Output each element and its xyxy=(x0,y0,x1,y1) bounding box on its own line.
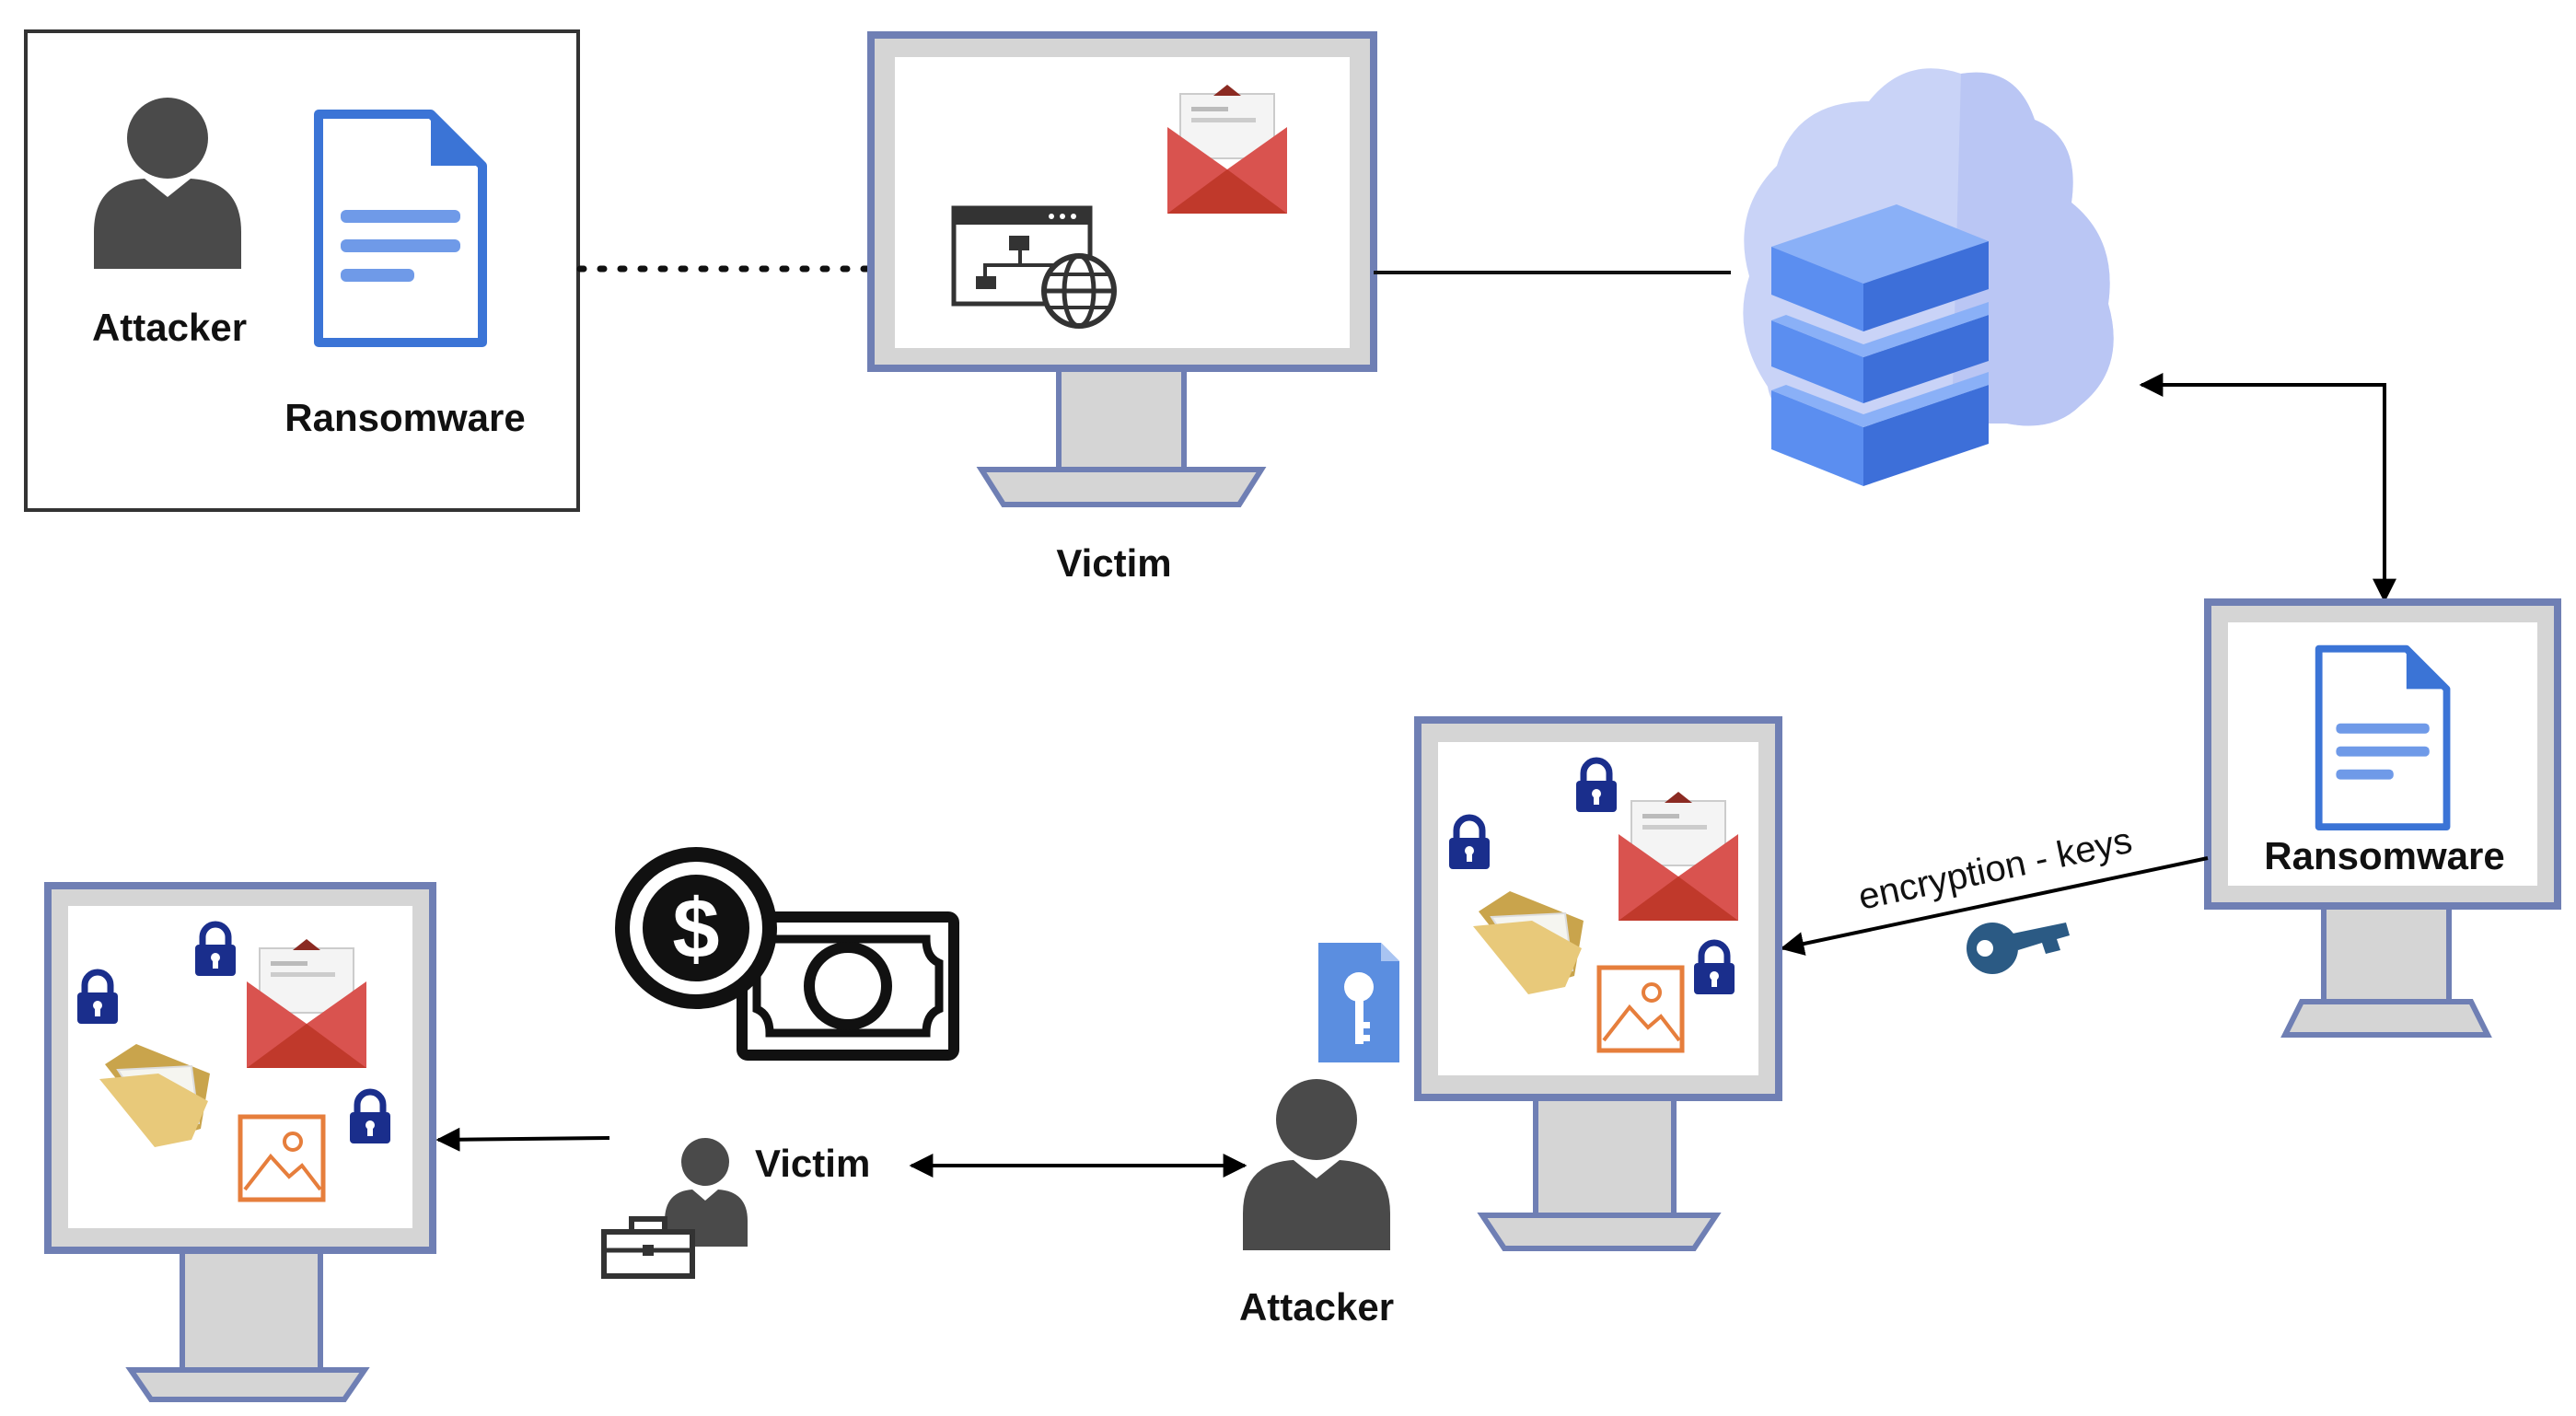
key-document-icon xyxy=(1318,943,1399,1062)
victim-monitor-top xyxy=(867,31,1377,507)
ransomware-document-icon-right xyxy=(2319,649,2447,827)
envelope-icon xyxy=(1618,791,1739,922)
image-icon xyxy=(240,1117,323,1200)
envelope-icon xyxy=(1166,84,1288,215)
victim-label-bottom: Victim xyxy=(755,1142,870,1185)
attacker-label-bottom: Attacker xyxy=(1239,1285,1394,1329)
money-icon: $ xyxy=(615,847,959,1061)
briefcase-icon xyxy=(601,1216,695,1279)
image-icon xyxy=(1599,968,1682,1050)
victim-restore-arrow xyxy=(435,1127,610,1152)
ransomware-label-top: Ransomware xyxy=(284,396,525,439)
victim-label-top: Victim xyxy=(1056,541,1171,585)
attacker-label-top: Attacker xyxy=(92,306,247,349)
network-globe-icon xyxy=(951,205,1117,329)
attacker-person-icon-bottom xyxy=(1243,1079,1390,1250)
ransomware-document-icon xyxy=(319,114,482,342)
envelope-icon xyxy=(246,938,367,1069)
key-icon xyxy=(1967,923,2070,974)
cloud-ransomware-arrow xyxy=(2139,373,2396,603)
ransomware-label-right: Ransomware xyxy=(2264,834,2504,877)
server-icon xyxy=(1771,204,1989,486)
svg-text:$: $ xyxy=(672,882,719,976)
encryption-keys-arrow xyxy=(1780,856,2209,956)
